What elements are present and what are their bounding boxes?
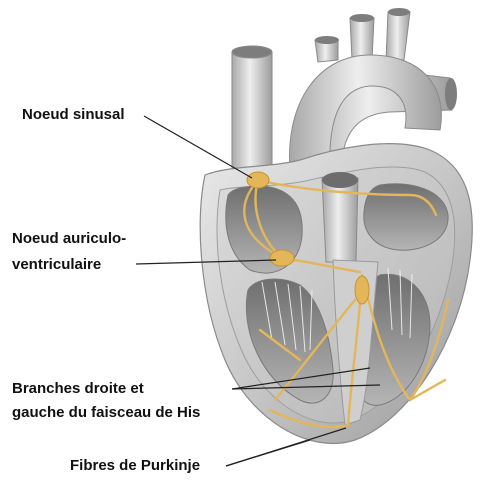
label-purkinje-fibers: Fibres de Purkinje [70, 455, 200, 477]
label-sinoatrial-node: Noeud sinusal [22, 104, 125, 126]
his-bundle-node [355, 276, 369, 304]
aortic-root [322, 172, 358, 262]
superior-vena-cava [232, 46, 272, 175]
label-bundle-branches-line2: gauche du faisceau de His [12, 402, 200, 424]
label-av-node-line1: Noeud auriculo- [12, 228, 126, 250]
leader-purkinje-2 [226, 440, 310, 466]
atrioventricular-node [270, 250, 294, 266]
sinoatrial-node [247, 172, 269, 188]
label-av-node-line2: ventriculaire [12, 254, 101, 276]
label-bundle-branches-line1: Branches droite et [12, 378, 144, 400]
